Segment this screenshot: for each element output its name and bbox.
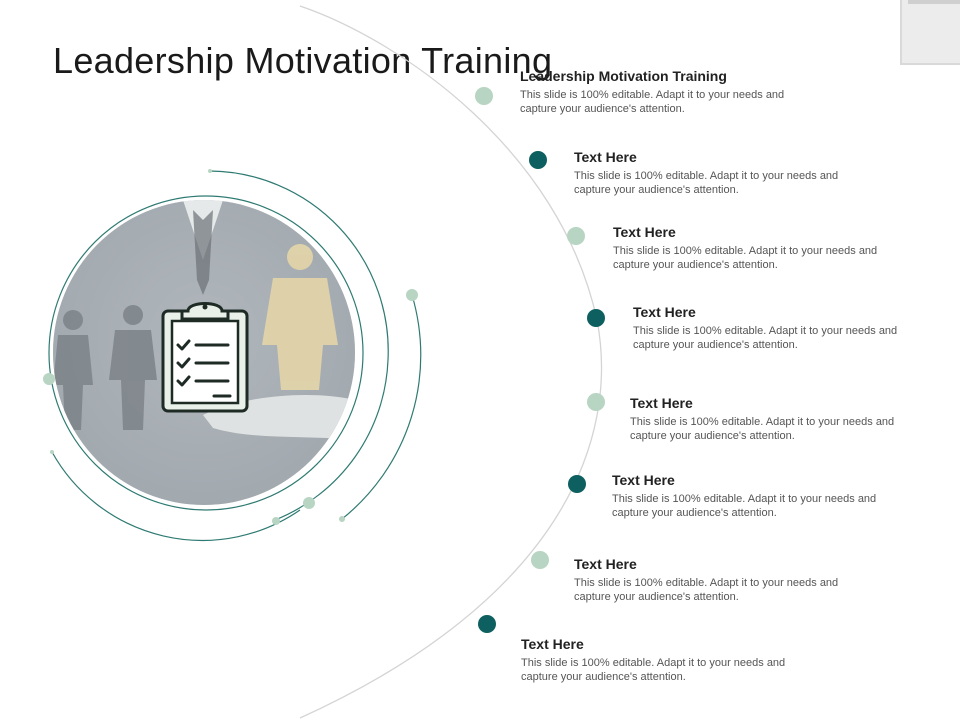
timeline-item-title: Leadership Motivation Training: [520, 68, 727, 84]
timeline-item-desc: This slide is 100% editable. Adapt it to…: [630, 416, 895, 442]
timeline-bullet: [531, 551, 549, 569]
deco-dot: [50, 450, 54, 454]
timeline-item-title: Text Here: [633, 304, 696, 320]
timeline-bullet: [587, 309, 605, 327]
deco-dot: [208, 169, 212, 173]
outer-arc-bottom: [51, 451, 301, 542]
deco-dot: [406, 289, 418, 301]
timeline-item: Text Here This slide is 100% editable. A…: [613, 224, 960, 272]
outer-arc-right: [341, 294, 422, 520]
timeline-item-title: Text Here: [574, 556, 637, 572]
timeline-item: Leadership Motivation Training This slid…: [520, 68, 880, 116]
timeline-bullet: [587, 393, 605, 411]
outer-arc-left: [209, 170, 389, 521]
timeline-bullet: [567, 227, 585, 245]
timeline-bullet: [568, 475, 586, 493]
deco-dot: [339, 516, 345, 522]
timeline-item-title: Text Here: [612, 472, 675, 488]
timeline-bullet: [475, 87, 493, 105]
corner-decoration: [900, 0, 960, 65]
timeline-item-desc: This slide is 100% editable. Adapt it to…: [521, 657, 786, 683]
timeline-item-title: Text Here: [613, 224, 676, 240]
timeline-item-title: Text Here: [630, 395, 693, 411]
timeline-item-title: Text Here: [574, 149, 637, 165]
timeline-item-desc: This slide is 100% editable. Adapt it to…: [574, 577, 839, 603]
timeline-item-desc: This slide is 100% editable. Adapt it to…: [633, 325, 898, 351]
timeline-item: Text Here This slide is 100% editable. A…: [633, 304, 960, 352]
timeline-item: Text Here This slide is 100% editable. A…: [574, 556, 934, 604]
timeline-item-desc: This slide is 100% editable. Adapt it to…: [520, 89, 785, 115]
timeline-bullet: [478, 615, 496, 633]
timeline-item: Text Here This slide is 100% editable. A…: [521, 636, 881, 684]
deco-dot: [303, 497, 315, 509]
slide-title: Leadership Motivation Training: [53, 40, 553, 82]
timeline-arc: [299, 5, 603, 719]
timeline-item-title: Text Here: [521, 636, 584, 652]
inner-ring: [48, 195, 364, 511]
timeline-item: Text Here This slide is 100% editable. A…: [574, 149, 934, 197]
timeline-item: Text Here This slide is 100% editable. A…: [630, 395, 960, 443]
timeline-item-desc: This slide is 100% editable. Adapt it to…: [612, 493, 877, 519]
timeline-item-desc: This slide is 100% editable. Adapt it to…: [574, 170, 839, 196]
timeline-item-desc: This slide is 100% editable. Adapt it to…: [613, 245, 878, 271]
timeline-item: Text Here This slide is 100% editable. A…: [612, 472, 960, 520]
clipboard-checklist-icon: [160, 297, 250, 415]
deco-dot: [272, 517, 280, 525]
timeline-bullet: [529, 151, 547, 169]
deco-dot: [43, 373, 55, 385]
